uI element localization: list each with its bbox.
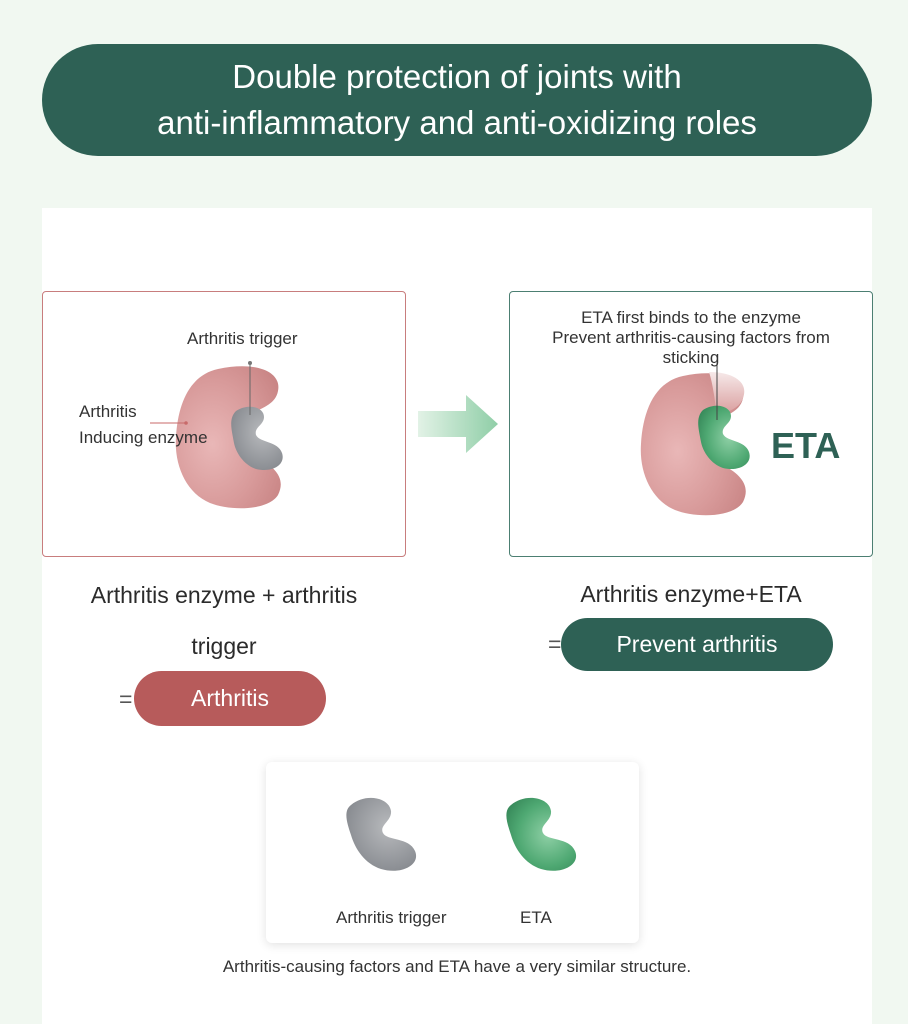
arthritis-trigger-label: Arthritis trigger <box>187 329 298 348</box>
equals-sign-right: = <box>548 631 562 657</box>
arthritis-equation-line-2: trigger <box>191 633 257 659</box>
eta-shape <box>698 405 750 470</box>
structure-footnote: Arthritis-causing factors and ETA have a… <box>222 957 692 976</box>
enzyme-eta-illustration <box>640 362 750 516</box>
enzyme-label-line-1: Arthritis <box>79 402 137 421</box>
equals-sign-left: = <box>119 686 133 712</box>
title-banner: Double protection of joints with anti-in… <box>42 44 872 156</box>
eta-shape-icon <box>506 797 577 871</box>
transition-arrow-icon <box>418 395 498 453</box>
arthritis-equation-line-1: Arthritis enzyme + arthritis <box>90 582 358 608</box>
title-line-1: Double protection of joints with <box>232 58 682 95</box>
enzyme-label-line-2: Inducing enzyme <box>79 428 208 447</box>
structure-comparison-card <box>266 762 639 943</box>
enzyme-shape <box>175 366 281 509</box>
eta-binding-note: ETA first binds to the enzyme Prevent ar… <box>509 308 873 368</box>
eta-note-line-1: ETA first binds to the enzyme <box>581 308 801 327</box>
eta-big-label: ETA <box>771 425 841 466</box>
trigger-shape <box>231 406 283 471</box>
eta-note-line-3: sticking <box>662 348 720 367</box>
title-line-2: anti-inflammatory and anti-oxidizing rol… <box>157 104 757 141</box>
eta-note-line-2: Prevent arthritis-causing factors from <box>552 328 830 347</box>
comparison-trigger-label: Arthritis trigger <box>336 908 447 927</box>
comparison-eta-label: ETA <box>520 908 552 927</box>
eta-equation: Arthritis enzyme+ETA <box>580 581 802 607</box>
enzyme-pointer-line <box>150 421 188 425</box>
enzyme-top-fade <box>709 372 745 416</box>
enzyme-trigger-illustration <box>175 361 283 509</box>
trigger-shape-icon <box>346 797 417 871</box>
arthritis-result-pill: Arthritis <box>134 671 326 726</box>
prevent-arthritis-pill: Prevent arthritis <box>561 618 833 671</box>
